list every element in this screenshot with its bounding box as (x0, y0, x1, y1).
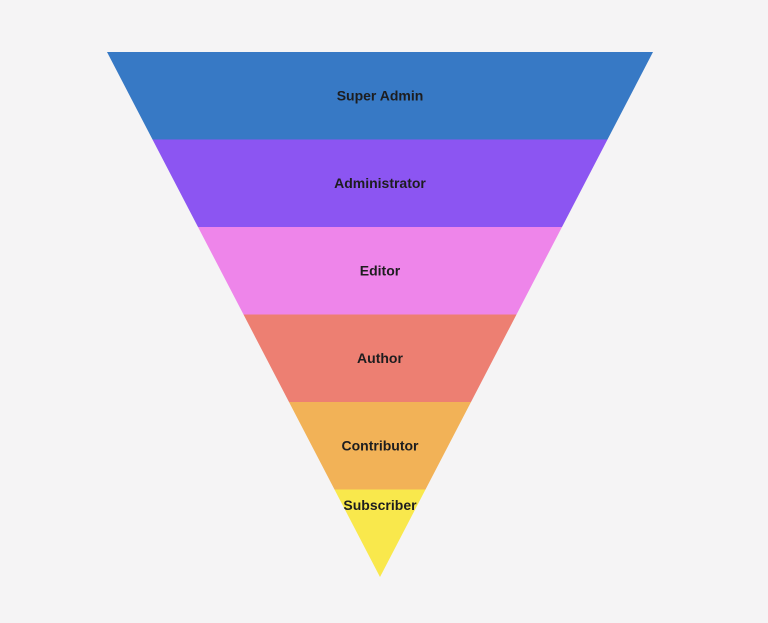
funnel-label-super-admin: Super Admin (337, 87, 424, 103)
funnel-label-subscriber: Subscriber (343, 497, 417, 513)
funnel-segment-author[interactable] (243, 314, 517, 403)
funnel-segment-contributor[interactable] (289, 402, 471, 490)
funnel-segment-super-admin[interactable] (107, 52, 653, 140)
funnel-label-author: Author (357, 350, 403, 366)
funnel-segment-subscriber[interactable] (334, 489, 426, 578)
funnel-segment-administrator[interactable] (152, 139, 608, 228)
funnel-label-editor: Editor (360, 262, 401, 278)
funnel-label-administrator: Administrator (334, 175, 426, 191)
funnel-segment-editor[interactable] (198, 227, 562, 315)
funnel-label-contributor: Contributor (342, 437, 420, 453)
